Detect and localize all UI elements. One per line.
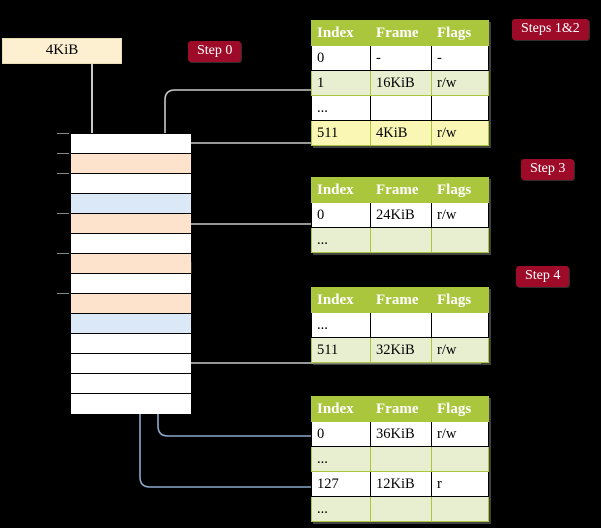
column-header-frame: Frame bbox=[370, 396, 432, 422]
cell-index: 0 bbox=[311, 202, 371, 228]
cell-flags bbox=[431, 227, 489, 253]
cell-frame: 24KiB bbox=[370, 202, 432, 228]
memory-row-tick bbox=[57, 293, 69, 294]
cell-flags bbox=[431, 312, 489, 338]
memory-frame-row bbox=[71, 134, 191, 154]
cell-index: 0 bbox=[311, 45, 371, 71]
memory-frame-row bbox=[71, 274, 191, 294]
cell-index: 511 bbox=[311, 337, 371, 363]
step-chip-step12: Steps 1&2 bbox=[512, 19, 589, 40]
table-row: 0-- bbox=[311, 45, 489, 71]
table-row: ... bbox=[311, 446, 489, 472]
cell-flags: r/w bbox=[431, 421, 489, 447]
cell-index: ... bbox=[311, 446, 371, 472]
cell-frame: 16KiB bbox=[370, 70, 432, 96]
memory-row-tick bbox=[57, 253, 69, 254]
step-chip-step4: Step 4 bbox=[516, 266, 570, 287]
column-header-index: Index bbox=[311, 287, 371, 313]
column-header-flags: Flags bbox=[431, 396, 489, 422]
frame-4kib-label: 4KiB bbox=[45, 42, 79, 58]
cell-flags: r/w bbox=[431, 120, 489, 146]
column-header-frame: Frame bbox=[370, 177, 432, 203]
memory-frame-row bbox=[71, 254, 191, 274]
cell-frame: 12KiB bbox=[370, 471, 432, 497]
column-header-frame: Frame bbox=[370, 20, 432, 46]
table-row: ... bbox=[311, 227, 489, 253]
cell-index: 127 bbox=[311, 471, 371, 497]
column-header-flags: Flags bbox=[431, 287, 489, 313]
cell-frame: 36KiB bbox=[370, 421, 432, 447]
table-row: ... bbox=[311, 95, 489, 121]
cell-frame bbox=[370, 227, 432, 253]
cell-index: ... bbox=[311, 95, 371, 121]
memory-frame-row bbox=[71, 174, 191, 194]
physical-memory-column bbox=[70, 133, 191, 414]
table-row: ... bbox=[311, 312, 489, 338]
cell-frame bbox=[370, 312, 432, 338]
memory-frame-row bbox=[71, 154, 191, 174]
memory-frame-row bbox=[71, 314, 191, 334]
memory-row-tick bbox=[57, 133, 69, 134]
memory-row-tick bbox=[57, 213, 69, 214]
memory-row-tick bbox=[57, 173, 69, 174]
column-header-flags: Flags bbox=[431, 177, 489, 203]
cell-flags bbox=[431, 496, 489, 522]
cell-index: 0 bbox=[311, 421, 371, 447]
cell-flags: - bbox=[431, 45, 489, 71]
memory-frame-row bbox=[71, 294, 191, 314]
cell-flags bbox=[431, 95, 489, 121]
cell-frame: 32KiB bbox=[370, 337, 432, 363]
column-header-index: Index bbox=[311, 177, 371, 203]
column-header-frame: Frame bbox=[370, 287, 432, 313]
column-header-index: Index bbox=[311, 396, 371, 422]
cell-index: ... bbox=[311, 312, 371, 338]
memory-frame-row bbox=[71, 394, 191, 414]
cell-index: ... bbox=[311, 227, 371, 253]
cell-frame bbox=[370, 446, 432, 472]
cell-flags: r/w bbox=[431, 202, 489, 228]
memory-frame-row bbox=[71, 334, 191, 354]
column-header-flags: Flags bbox=[431, 20, 489, 46]
memory-row-tick bbox=[57, 153, 69, 154]
column-header-index: Index bbox=[311, 20, 371, 46]
cell-flags: r bbox=[431, 471, 489, 497]
memory-frame-row bbox=[71, 234, 191, 254]
memory-frame-row bbox=[71, 354, 191, 374]
step-chip-step0: Step 0 bbox=[188, 41, 242, 62]
table-row: ... bbox=[311, 496, 489, 522]
cell-frame: - bbox=[370, 45, 432, 71]
cell-flags: r/w bbox=[431, 70, 489, 96]
cell-flags: r/w bbox=[431, 337, 489, 363]
memory-frame-row bbox=[71, 374, 191, 394]
cell-index: 511 bbox=[311, 120, 371, 146]
memory-frame-row bbox=[71, 214, 191, 234]
cell-flags bbox=[431, 446, 489, 472]
cell-frame bbox=[370, 496, 432, 522]
cell-index: 1 bbox=[311, 70, 371, 96]
frame-4kib-box: 4KiB bbox=[2, 38, 122, 64]
cell-frame: 4KiB bbox=[370, 120, 432, 146]
step-chip-step3: Step 3 bbox=[521, 159, 575, 180]
cell-frame bbox=[370, 95, 432, 121]
memory-frame-row bbox=[71, 194, 191, 214]
cell-index: ... bbox=[311, 496, 371, 522]
